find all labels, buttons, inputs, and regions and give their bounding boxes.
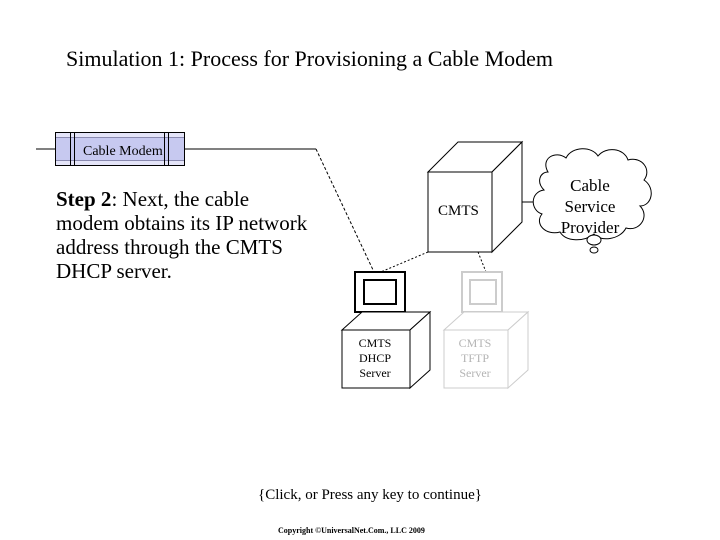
tftp-server-icon [442, 271, 530, 390]
cmts-label: CMTS [438, 203, 479, 219]
cloud-shape [532, 148, 652, 254]
cmts-to-tftp-link [477, 251, 487, 273]
tftp-server-label: CMTS TFTP Server [458, 336, 492, 380]
dhcp-server-label: CMTS DHCP Server [358, 336, 392, 380]
dhcp-server-icon [340, 271, 432, 390]
step-number: Step 2 [56, 187, 112, 211]
cable-modem-label: Cable Modem [83, 144, 163, 159]
cmts-cube [426, 140, 524, 254]
copyright-text: Copyright ©UniversalNet.Com., LLC 2009 [278, 526, 425, 535]
cloud-label: Cable Service Provider [560, 176, 620, 237]
cable-modem-box [55, 132, 185, 166]
modem-to-dhcp-link [315, 148, 375, 273]
step-description: : Next, the cable modem obtains its IP n… [56, 187, 308, 283]
cmts-to-dhcp-link [375, 251, 429, 275]
continue-prompt[interactable]: {Click, or Press any key to continue} [258, 487, 482, 503]
step-text: Step 2: Next, the cable modem obtains it… [56, 187, 316, 283]
slide-title: Simulation 1: Process for Provisioning a… [66, 46, 554, 71]
